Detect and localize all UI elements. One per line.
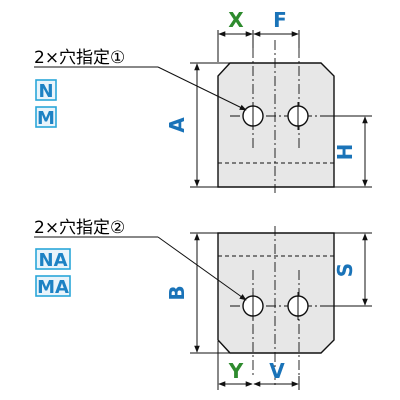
top-part-view: X F A H 2×穴指定① N M <box>34 8 372 193</box>
top-hole-spec-label: 2×穴指定① <box>34 48 125 68</box>
bottom-hole-spec-label: 2×穴指定② <box>34 218 125 238</box>
dim-h-label: H <box>333 144 357 161</box>
bottom-hole-leader <box>157 236 247 301</box>
code-badge-ma-box <box>35 275 71 297</box>
code-badge-na: NA <box>39 250 68 271</box>
dim-v-label: V <box>269 359 285 383</box>
top-part-body <box>217 62 335 188</box>
code-badge-m-box <box>35 106 57 128</box>
code-badge-n-box <box>35 79 57 101</box>
dim-y-label: Y <box>228 359 244 383</box>
dim-b-label: B <box>165 285 189 300</box>
code-badge-ma: MA <box>37 277 69 298</box>
dim-f-label: F <box>273 8 287 32</box>
code-badge-na-box <box>35 248 71 270</box>
top-hole-leader <box>157 66 247 111</box>
bottom-part-view: B S Y V 2×穴指定② NA MA <box>34 218 372 390</box>
dim-a-label: A <box>165 117 189 133</box>
code-badge-m: M <box>37 108 55 129</box>
code-badge-n: N <box>38 81 53 102</box>
dim-s-label: S <box>333 263 357 277</box>
dim-x-label: X <box>228 8 244 32</box>
